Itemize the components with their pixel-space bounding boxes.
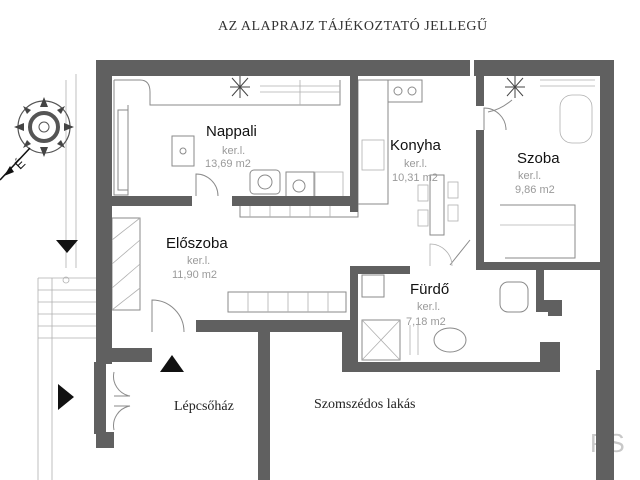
- arrow-right-marker: [58, 384, 74, 410]
- room-area-nappali: 13,69 m2: [205, 158, 251, 170]
- room-sub-szoba: ker.l.: [518, 170, 541, 182]
- room-label-konyha: Konyha: [390, 137, 442, 154]
- label-lepcsohaz: Lépcsőház: [174, 399, 234, 414]
- compass-rose: É: [0, 97, 74, 181]
- room-label-nappali: Nappali: [206, 123, 257, 140]
- arrow-up-marker: [160, 355, 184, 372]
- label-szomszedos-lakas: Szomszédos lakás: [314, 397, 415, 412]
- room-label-szoba: Szoba: [517, 150, 560, 167]
- plan-title: AZ ALAPRAJZ TÁJÉKOZTATÓ JELLEGŰ: [218, 17, 488, 34]
- furniture-layer: [111, 76, 595, 361]
- staircase: [37, 74, 96, 480]
- room-area-furdo: 7,18 m2: [406, 316, 446, 328]
- room-sub-nappali: ker.l.: [222, 145, 245, 157]
- room-area-konyha: 10,31 m2: [392, 172, 438, 184]
- doors: [113, 107, 507, 431]
- walls: [94, 60, 614, 480]
- room-area-szoba: 9,86 m2: [515, 184, 555, 196]
- room-label-eloszoba: Előszoba: [166, 235, 228, 252]
- room-sub-konyha: ker.l.: [404, 158, 427, 170]
- room-area-eloszoba: 11,90 m2: [172, 269, 217, 281]
- room-sub-eloszoba: ker.l.: [187, 255, 210, 267]
- arrow-down-marker: [56, 240, 78, 253]
- room-label-furdo: Fürdő: [410, 281, 449, 298]
- room-sub-furdo: ker.l.: [417, 301, 440, 313]
